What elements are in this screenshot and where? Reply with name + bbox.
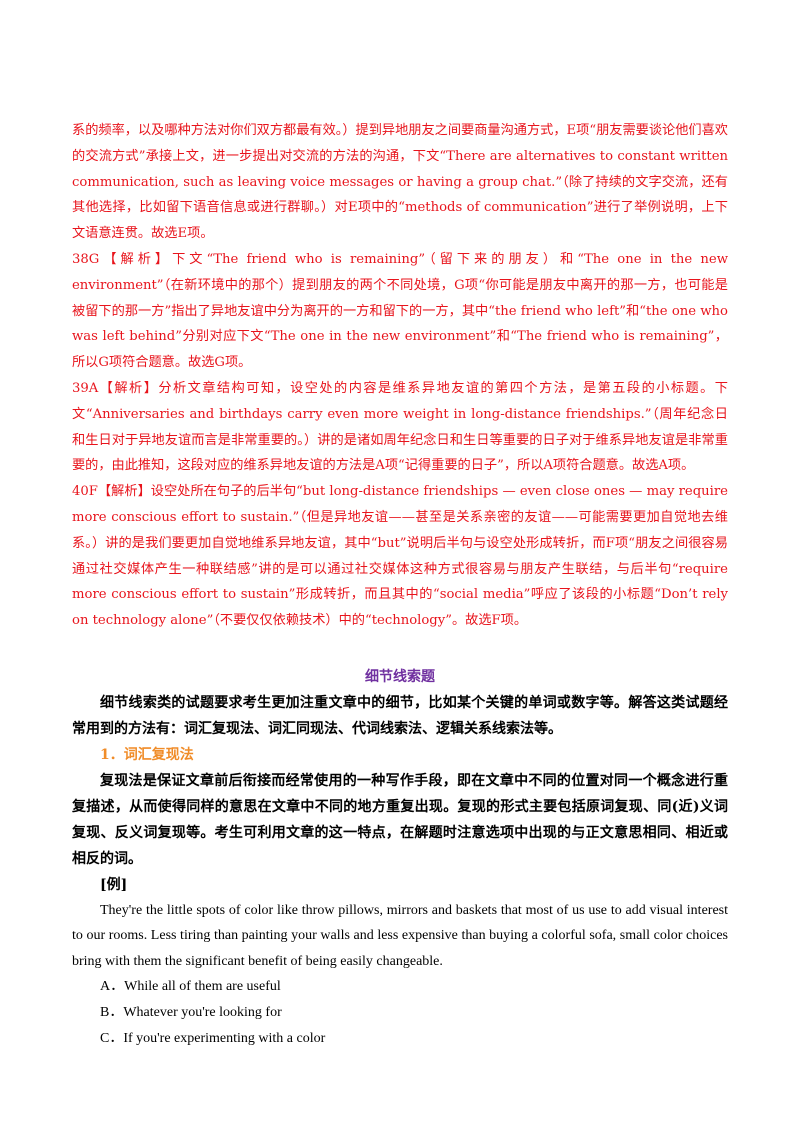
answer-39: 39A【解析】分析文章结构可知，设空处的内容是维系异地友谊的第四个方法，是第五段… [72, 380, 728, 474]
example-passage: They're the little spots of color like t… [72, 902, 728, 969]
answer-explanations: 系的频率，以及哪种方法对你们双方都最有效。）提到异地朋友之间要商量沟通方式，E项… [72, 118, 728, 634]
answer-37-continued: 系的频率，以及哪种方法对你们双方都最有效。）提到异地朋友之间要商量沟通方式，E项… [72, 123, 728, 242]
answer-38: 38G【解析】下文“The friend who is remaining”（留… [72, 251, 728, 371]
section-title: 细节线索题 [365, 668, 435, 685]
answer-40: 40F【解析】设空处所在句子的后半句“but long-distance fri… [72, 484, 728, 629]
method-description: 复现法是保证文章前后衔接而经常使用的一种写作手段，即在文章中不同的位置对同一个概… [72, 772, 728, 867]
example-label: [例] [100, 876, 128, 893]
option-c: C．If you're experimenting with a color [100, 1031, 326, 1047]
document-page: 系的频率，以及哪种方法对你们双方都最有效。）提到异地朋友之间要商量沟通方式，E项… [72, 118, 728, 1052]
section-intro: 细节线索类的试题要求考生更加注重文章中的细节，比如某个关键的单词或数字等。解答这… [72, 694, 728, 737]
option-b: B．Whatever you're looking for [100, 1005, 282, 1021]
option-a: A．While all of them are useful [100, 979, 281, 995]
subheading: 1．词汇复现法 [100, 746, 194, 763]
